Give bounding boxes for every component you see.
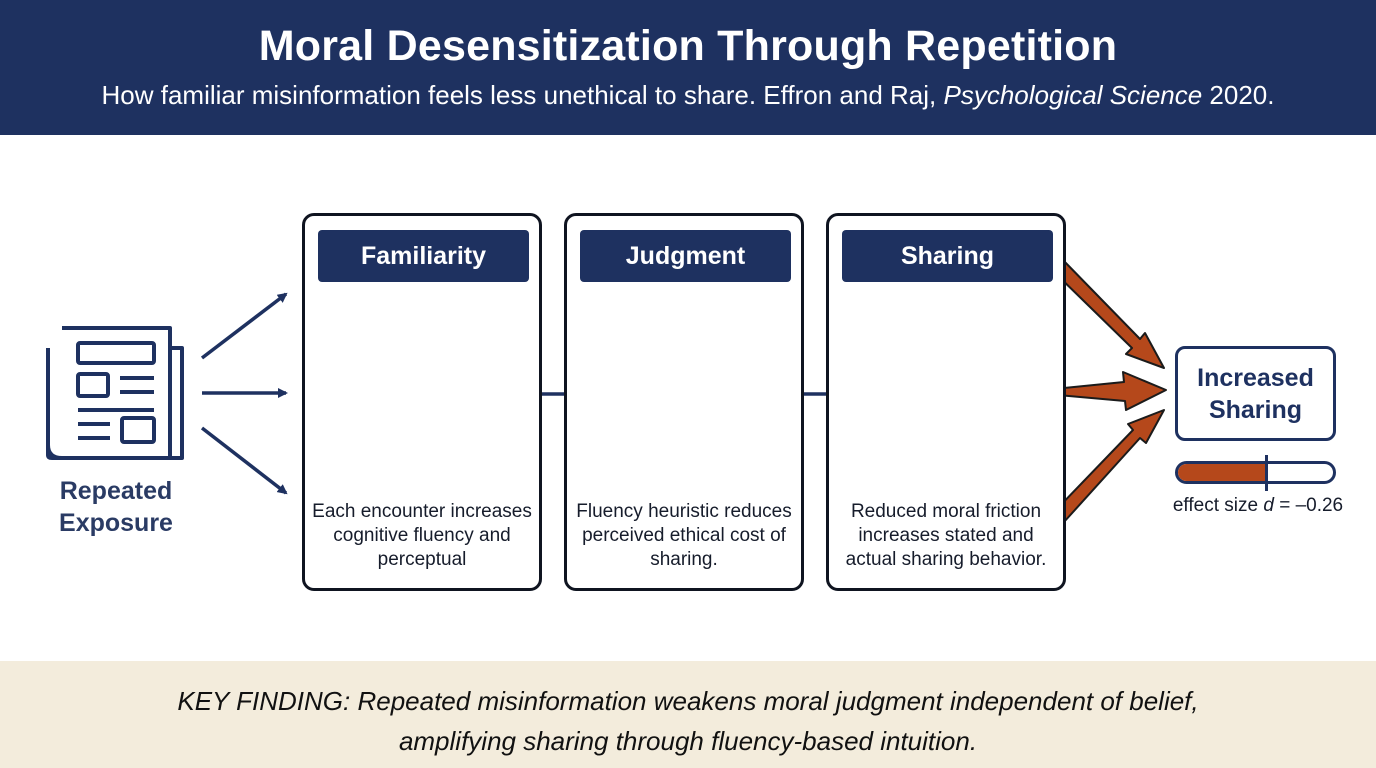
output-arrows	[1023, 257, 1167, 523]
effect-value: = –0.26	[1273, 495, 1344, 516]
subtitle-year: 2020.	[1202, 80, 1275, 110]
newspaper-icon	[46, 326, 184, 460]
title-banner	[0, 0, 1376, 135]
effect-size-bar	[1175, 461, 1336, 484]
panel-title-familiarity: Familiarity	[318, 230, 529, 282]
key-finding-line-1: KEY FINDING: Repeated misinformation wea…	[177, 686, 1199, 716]
page-subtitle: How familiar misinformation feels less u…	[0, 80, 1376, 111]
subtitle-lead: How familiar misinformation feels less u…	[101, 80, 944, 110]
effect-prefix: effect size	[1172, 495, 1264, 516]
page-title: Moral Desensitization Through Repetition	[258, 22, 1118, 70]
effect-size-label: effect size d = –0.26	[1140, 495, 1376, 517]
effect-size-fill	[1178, 464, 1265, 481]
output-arrow-bottom	[1053, 409, 1165, 523]
panel-title-judgment: Judgment	[580, 230, 791, 282]
repeated-exposure-label: Repeated Exposure	[59, 477, 173, 537]
subtitle-journal: Psychological Science	[943, 80, 1203, 110]
arrow-down	[200, 426, 288, 495]
effect-symbol: d	[1263, 495, 1274, 516]
output-arrow-top	[1049, 257, 1165, 369]
output-arrow-middle	[1023, 371, 1167, 411]
panel-familiarity: Familiarity Each encounter increases cog…	[302, 213, 542, 591]
increased-sharing-label: Increased Sharing	[1197, 363, 1314, 424]
key-finding-line-2: amplifying sharing through fluency-based…	[398, 726, 978, 756]
effect-size-marker	[1265, 455, 1268, 491]
panel-sharing: Sharing Reduced moral friction increases…	[826, 213, 1066, 591]
panel-title-sharing: Sharing	[842, 230, 1053, 282]
key-finding-text: KEY FINDING: Repeated misinformation wea…	[100, 681, 1276, 761]
key-finding-banner	[0, 661, 1376, 768]
arrow-up	[200, 292, 288, 360]
panel-text-sharing: Reduced moral friction increases stated …	[845, 501, 1047, 570]
panel-judgment: Judgment Fluency heuristic reduces perce…	[564, 213, 804, 591]
panel-text-familiarity: Each encounter increases cognitive fluen…	[312, 501, 532, 570]
panel-text-judgment: Fluency heuristic reduces perceived ethi…	[576, 501, 792, 570]
exposure-arrows	[200, 292, 288, 495]
increased-sharing-box: Increased Sharing	[1175, 346, 1336, 441]
